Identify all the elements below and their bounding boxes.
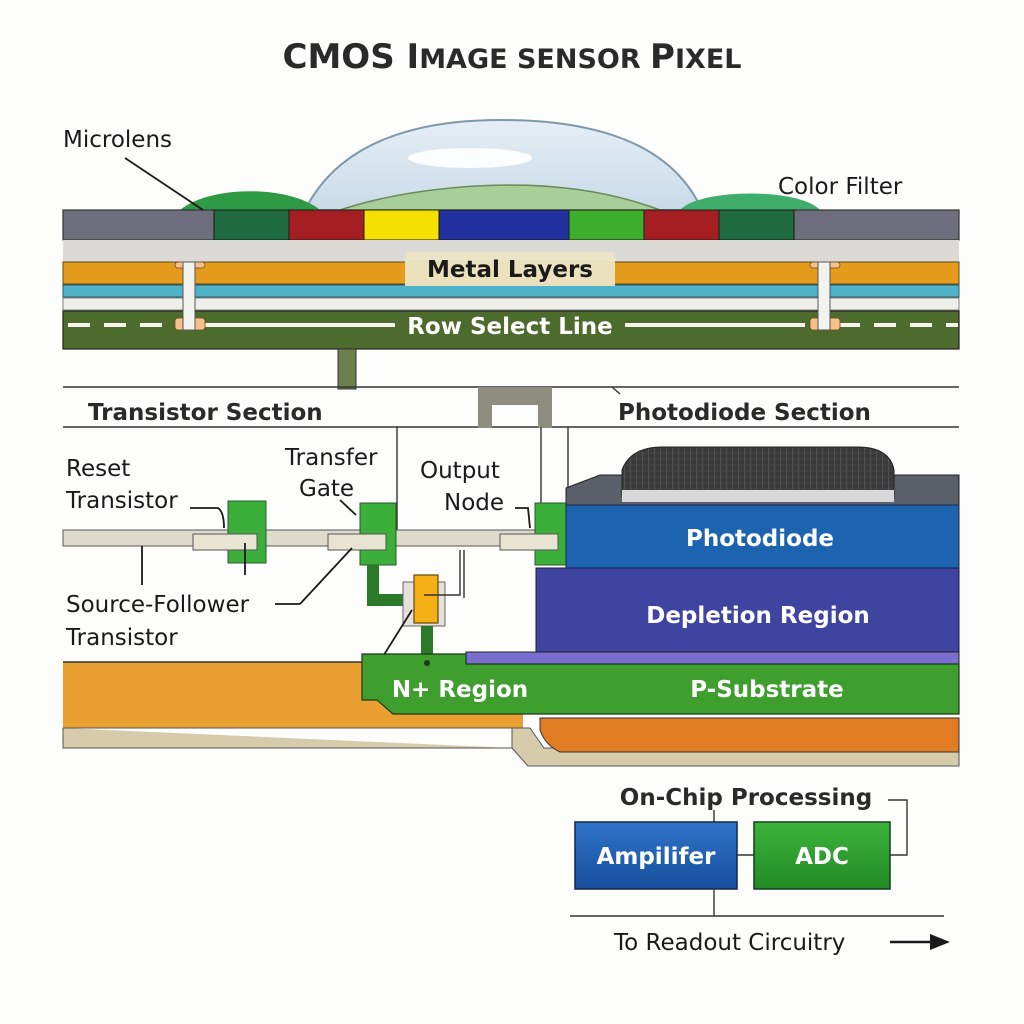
passivation-right [793,209,960,241]
reset-transistor-leader [190,507,225,529]
photodiode-layer [565,504,960,569]
output-node-leader [515,507,531,529]
substrate-orange-right [539,717,960,753]
depletion-lower-strip [465,651,960,665]
contact-dot [424,660,430,666]
microlens-label: Microlens [63,127,172,153]
color-filter-yellow [363,209,440,241]
source-follower-leader [299,547,353,605]
photodiode-cap [565,446,960,506]
microlens [303,118,704,211]
transfer-gate-label-line2: Gate [299,476,354,502]
transfer-gate-label-line1: Transfer [284,445,378,471]
n-plus-p-substrate [361,653,960,715]
n-plus-region-label: N+ Region [392,677,528,703]
metal-layers-label: Metal Layers [427,257,593,283]
reset-transistor-label-line2: Transistor [65,488,178,514]
via-right [809,261,841,331]
transfer-gate-leader [339,499,357,516]
color-filter-red [643,209,720,241]
color-filter-green-dark [213,209,290,241]
depletion-region-label: Depletion Region [646,603,870,629]
adc-label: ADC [795,844,849,870]
small-microlens-right [680,193,820,210]
color-filter-green-dark [718,209,795,241]
row-select-line-label: Row Select Line [407,314,613,340]
passivation-left [62,209,215,241]
amplifier-block [574,821,738,890]
arrow-right-icon [890,934,950,950]
depletion-region-layer [535,567,960,653]
color-filter-array [213,209,795,241]
p-substrate-label: P-Substrate [690,677,844,703]
small-microlens-left [180,191,320,210]
metal-layer-white [62,297,960,311]
photodiode-label: Photodiode [686,526,834,552]
output-node-label-line2: Node [444,490,504,516]
via-left [174,261,206,331]
row-select-stub [337,348,357,390]
reset-transistor-label-line1: Reset [66,456,130,482]
output-node-transistor [499,502,568,566]
color-filter-green [568,209,645,241]
microlens-leader [124,157,204,211]
section-bracket [478,387,552,428]
metal-top-band [63,240,959,262]
processing-bracket [888,799,908,856]
transistor-section-label: Transistor Section [88,400,323,426]
amplifier-label: Ampilifer [597,844,716,870]
transfer-gate [327,502,408,606]
source-follower-label-line1: Source-Follower [66,592,250,618]
metal-layers-label-plate [405,252,615,286]
on-chip-processing-label: On-Chip Processing [620,785,872,811]
adc-block [753,821,891,890]
color-filter-label: Color Filter [778,174,903,200]
output-node-label-line1: Output [420,458,500,484]
to-readout-label: To Readout Circuitry [613,930,845,956]
source-follower-label-line2: Transistor [65,625,178,651]
source-follower-transistor [402,550,465,656]
color-filter-red [288,209,365,241]
color-filter-blue [438,209,570,241]
reset-transistor [192,500,267,575]
transistor-rail [62,529,564,547]
row-select-band [62,310,960,350]
diagram-title: CMOS IMAGE SENSOR PIXEL [283,37,742,77]
substrate-beige-band [62,727,960,767]
photodiode-section-tick [611,386,621,395]
photodiode-section-label: Photodiode Section [618,400,871,426]
